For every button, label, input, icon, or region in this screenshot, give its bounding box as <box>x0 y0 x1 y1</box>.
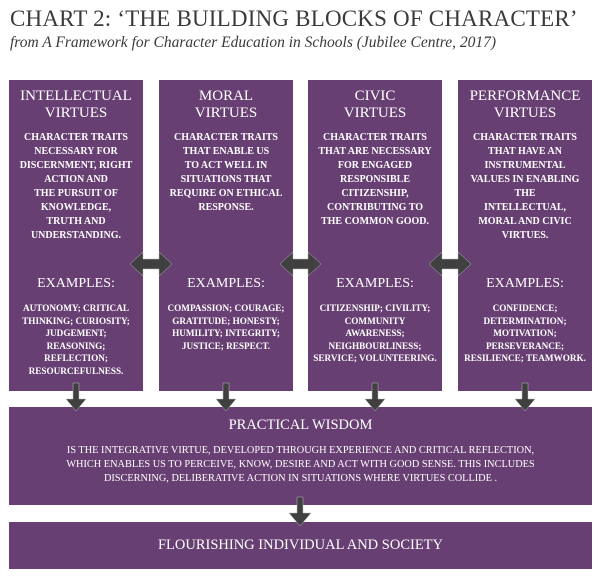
description-line: REQUIRE ON ETHICAL <box>169 188 283 199</box>
description-line: THAT HAVE AN <box>488 146 562 157</box>
description-line: SITUATIONS THAT <box>180 174 272 185</box>
examples-label: EXAMPLES: <box>486 276 564 291</box>
practical-wisdom-body: IS THE INTEGRATIVE VIRTUE, DEVELOPED THR… <box>9 444 592 486</box>
column-description: CHARACTER TRAITS THAT HAVE AN INSTRUMENTAL… <box>458 131 592 243</box>
description-line: MORAL AND CIVIC <box>478 216 572 227</box>
practical-wisdom-line: DISCERNING, DELIBERATIVE ACTION IN SITUA… <box>103 473 498 484</box>
description-line: UNDERSTANDING. <box>30 230 122 241</box>
example-line: MOTIVATION; <box>493 328 557 338</box>
example-line: GRATITUDE; HONESTY; <box>172 315 280 326</box>
double-arrow-icon <box>129 251 173 277</box>
description-line: THE PURSUIT OF <box>34 188 118 199</box>
examples-list: COMPASSION; COURAGE; GRATITUDE; HONESTY; H… <box>159 302 293 352</box>
heading-line: PERFORMANCE <box>469 88 581 104</box>
description-line: INTELLECTUAL, <box>484 202 566 213</box>
description-line: RESPONSIBLE <box>339 174 411 185</box>
practical-wisdom-box: PRACTICAL WISDOM IS THE INTEGRATIVE VIRT… <box>9 407 592 505</box>
double-arrow-icon <box>428 251 472 277</box>
example-line: CITIZENSHIP; CIVILITY; <box>319 303 431 313</box>
down-arrow-icon <box>288 496 312 527</box>
description-line: INSTRUMENTAL <box>484 160 566 171</box>
description-line: VALUES IN ENABLING <box>470 174 580 185</box>
heading-line: VIRTUES <box>343 105 407 121</box>
description-line: CITIZENSHIP, <box>341 188 409 199</box>
description-line: THAT ENABLE US <box>182 146 270 157</box>
heading-line: VIRTUES <box>44 105 108 121</box>
description-line: ACTION AND <box>44 174 108 185</box>
heading-line: VIRTUES <box>194 105 258 121</box>
example-line: AUTONOMY; CRITICAL <box>23 303 129 313</box>
example-line: DETERMINATION; <box>483 315 567 326</box>
examples-list: CONFIDENCE; DETERMINATION; MOTIVATION; PERS… <box>458 302 592 365</box>
practical-wisdom-heading: PRACTICAL WISDOM <box>228 417 373 433</box>
description-line: VIRTUES. <box>501 230 549 241</box>
description-line: CHARACTER TRAITS <box>173 132 278 143</box>
description-line: CONTRIBUTING TO <box>326 202 424 213</box>
example-line: COMMUNITY <box>344 315 406 326</box>
chart-title: CHART 2: ‘THE BUILDING BLOCKS OF CHARACT… <box>10 6 578 31</box>
heading-line: INTELLECTUAL <box>20 88 132 104</box>
description-line: FOR ENGAGED <box>337 160 413 171</box>
example-line: RESILIENCE; TEAMWORK. <box>464 353 586 363</box>
examples-label: EXAMPLES: <box>37 276 115 291</box>
flourishing-box: FLOURISHING INDIVIDUAL AND SOCIETY <box>9 522 592 569</box>
description-line: TO ACT WELL IN <box>184 160 268 171</box>
description-line: CHARACTER TRAITS <box>472 132 577 143</box>
examples-list: AUTONOMY; CRITICAL THINKING; CURIOSITY; JU… <box>9 302 143 377</box>
example-line: NEIGHBOURLINESS; <box>328 340 422 351</box>
heading-line: VIRTUES <box>493 105 557 121</box>
description-line: DISCERNMENT, RIGHT <box>19 160 133 171</box>
description-line: CHARACTER TRAITS <box>322 132 427 143</box>
down-arrow-icon <box>65 382 87 412</box>
down-arrow-icon <box>514 382 536 412</box>
description-line: THE COMMON GOOD. <box>320 216 430 227</box>
heading-line: MORAL <box>198 88 254 104</box>
examples-label: EXAMPLES: <box>336 276 414 291</box>
example-line: RESOURCEFULNESS. <box>28 365 124 376</box>
example-line: THINKING; CURIOSITY; <box>22 315 130 326</box>
description-line: RESPONSE. <box>198 202 254 213</box>
column-description: CHARACTER TRAITS NECESSARY FOR DISCERNMENT… <box>9 131 143 243</box>
description-line: THE <box>514 188 536 199</box>
column-description: CHARACTER TRAITS THAT ENABLE US TO ACT WEL… <box>159 131 293 215</box>
examples-list: CITIZENSHIP; CIVILITY; COMMUNITY AWARENESS… <box>308 302 442 365</box>
description-line: TRUTH AND <box>46 216 106 227</box>
description-line: CHARACTER TRAITS <box>23 132 128 143</box>
example-line: PERSEVERANCE; <box>485 340 565 351</box>
practical-wisdom-line: IS THE INTEGRATIVE VIRTUE, DEVELOPED THR… <box>66 445 535 456</box>
example-line: REASONING; <box>46 340 106 351</box>
description-line: KNOWLEDGE, <box>40 202 112 213</box>
heading-line: CIVIC <box>354 88 396 104</box>
example-line: HUMILITY; INTEGRITY; <box>172 328 280 338</box>
chart-subtitle: from A Framework for Character Education… <box>10 34 497 51</box>
example-line: AWARENESS; <box>345 328 405 338</box>
description-line: THAT ARE NECESSARY <box>318 146 432 157</box>
example-line: JUDGEMENT; <box>45 328 107 338</box>
example-line: REFLECTION; <box>44 353 108 363</box>
example-line: SERVICE; VOLUNTEERING. <box>313 353 437 363</box>
double-arrow-icon <box>279 251 322 277</box>
down-arrow-icon <box>364 382 386 412</box>
practical-wisdom-line: WHICH ENABLES US TO PERCEIVE, KNOW, DESI… <box>66 459 535 470</box>
example-line: CONFIDENCE; <box>492 303 558 313</box>
examples-label: EXAMPLES: <box>187 276 265 291</box>
example-line: COMPASSION; COURAGE; <box>167 303 285 313</box>
description-line: NECESSARY FOR <box>34 146 118 157</box>
column-description: CHARACTER TRAITS THAT ARE NECESSARY FOR EN… <box>308 131 442 229</box>
down-arrow-icon <box>215 382 237 412</box>
example-line: JUSTICE; RESPECT. <box>181 340 271 351</box>
